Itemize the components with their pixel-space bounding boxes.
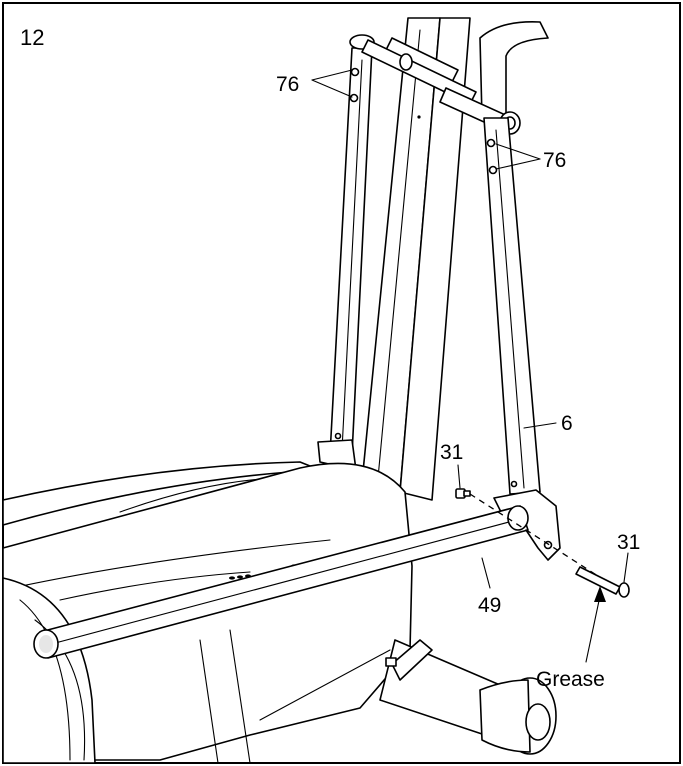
leader-lines [311, 69, 629, 663]
hole-right-upper [486, 138, 496, 148]
bolt-31-top [455, 488, 471, 499]
center-mast [361, 17, 471, 501]
callout-76-left: 76 [276, 73, 299, 96]
rear-stabilizer [379, 639, 557, 755]
callout-6: 6 [561, 412, 573, 435]
callout-49: 49 [478, 594, 501, 617]
callout-grease: Grease [536, 668, 605, 691]
crossbar-49 [33, 505, 529, 659]
step-number: 12 [20, 25, 44, 50]
hole-left-lower [349, 93, 359, 103]
callout-31-right: 31 [617, 531, 640, 554]
hole-left-upper [350, 67, 360, 77]
callout-76-right: 76 [543, 149, 566, 172]
hole-right-lower [488, 165, 498, 175]
bolt-31-right [575, 566, 630, 598]
grease-arrowhead [594, 586, 606, 602]
callout-31-top: 31 [440, 441, 463, 464]
bolt-insertion-dashed-line [469, 493, 599, 577]
